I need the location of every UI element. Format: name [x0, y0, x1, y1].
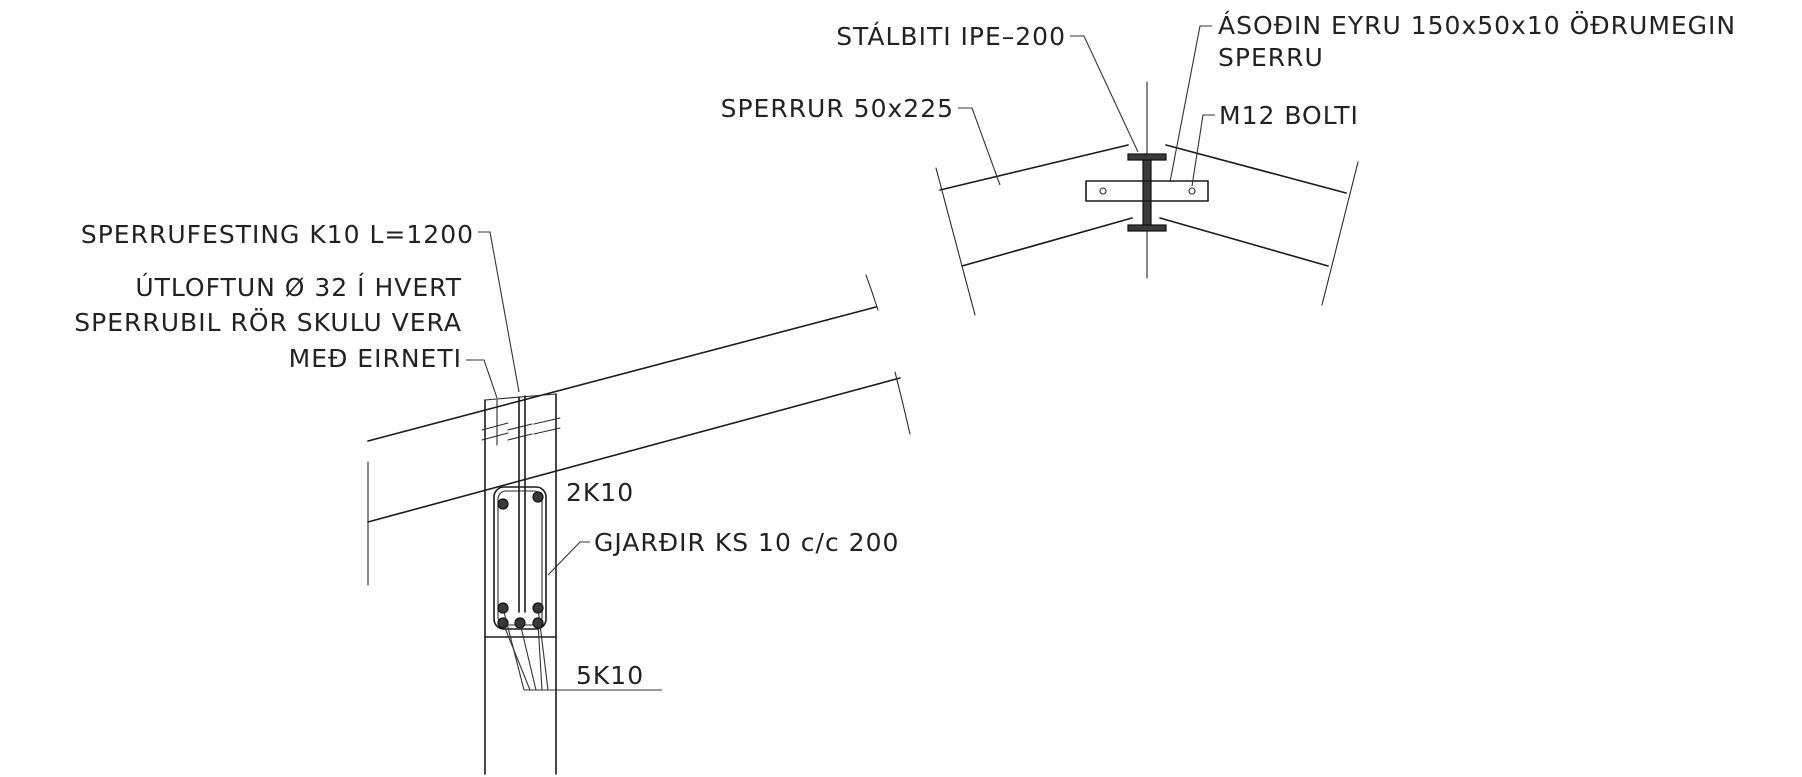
label-stirrups: GJARÐIR KS 10 c/c 200 [594, 528, 899, 557]
label-bottom-bars: 5K10 [576, 661, 644, 690]
label-vent-1: ÚTLOFTUN Ø 32 Í HVERT [135, 272, 462, 302]
lug-plate [1085, 180, 1209, 202]
bottom-bars-leaders [502, 607, 662, 691]
bolt-hole-right [1188, 187, 1196, 195]
label-vent-3: MEÐ EIRNETI [289, 344, 462, 373]
rafter-break-line [865, 274, 879, 311]
vent-leader [466, 359, 498, 399]
bolt-leader [1191, 114, 1215, 187]
right-rafter-cut [1321, 161, 1359, 306]
ipe-200-section [1127, 153, 1167, 232]
right-rafter-bottom [1159, 217, 1329, 267]
label-rafter-fixing: SPERRUFESTING K10 L=1200 [81, 220, 474, 249]
label-bolt: M12 BOLTI [1219, 101, 1359, 130]
rafter-break-line-2 [894, 371, 911, 435]
stirrup [493, 486, 547, 630]
bolt-hole-left [1099, 187, 1107, 195]
label-top-bars: 2K10 [566, 478, 634, 507]
label-welded-lugs-2: SPERRU [1218, 43, 1324, 72]
label-steel-beam: STÁLBITI IPE–200 [836, 22, 1066, 51]
label-rafters: SPERRUR 50x225 [721, 94, 954, 123]
rafter-bottom-edge [367, 377, 901, 523]
left-rafter-cut [935, 167, 976, 316]
hatch-marks [481, 417, 561, 441]
ring-beam-top [484, 393, 557, 401]
rafters-leader [958, 107, 1001, 186]
label-vent-2: SPERRUBIL RÖR SKULU VERA [74, 308, 462, 337]
rebars [497, 491, 544, 629]
stirrup-leader [547, 541, 590, 576]
rafter-fixing-leader [478, 231, 520, 393]
label-welded-lugs-1: ÁSOÐIN EYRU 150x50x10 ÖÐRUMEGIN [1218, 11, 1736, 40]
right-rafter-top [1165, 144, 1347, 194]
ridge-detail [935, 25, 1359, 316]
lugs-leader [1169, 25, 1212, 183]
left-rafter-top [939, 144, 1129, 191]
rafter-top-edge [367, 306, 877, 442]
eaves-detail [367, 231, 911, 775]
left-rafter-bottom [961, 217, 1133, 267]
steel-beam-leader [1070, 35, 1139, 153]
